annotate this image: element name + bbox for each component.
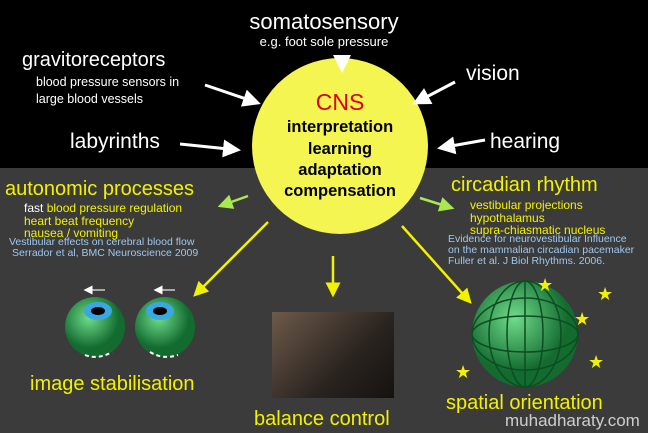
image-stabilisation-label: image stabilisation	[30, 373, 195, 395]
circadian-reference: Fuller et al. J Biol Rhythms. 2006.	[448, 255, 605, 268]
balance-foot-photo	[272, 312, 394, 398]
eyeball-left	[65, 285, 125, 358]
balance-control-label: balance control	[254, 408, 390, 430]
autonomic-reference: Vestibular effects on cerebral blood flo…	[9, 236, 195, 248]
spatial-orientation-label: spatial orientation	[446, 392, 603, 414]
arrow-spatial	[401, 225, 472, 304]
eyeball-right	[135, 285, 195, 358]
cns-line: adaptation	[298, 160, 382, 179]
autonomic-line: nausea / vomiting	[24, 226, 119, 241]
svg-text:★: ★	[588, 352, 604, 372]
circadian-line: hypothalamus	[470, 210, 545, 225]
svg-text:★: ★	[574, 309, 590, 329]
cns-line: interpretation	[286, 118, 394, 137]
svg-text:★: ★	[597, 284, 613, 304]
arrow-labyrinths	[179, 139, 241, 158]
autonomic-reference: Serrador et al, BMC Neuroscience 2009	[12, 247, 199, 260]
arrow-image	[193, 221, 269, 297]
arrow-hearing	[437, 136, 486, 155]
autonomic-line: heart beat frequency	[24, 213, 135, 228]
svg-text:★: ★	[455, 362, 471, 382]
cns-line: compensation	[284, 181, 396, 200]
gravitoreceptors-sub-2: large blood vessels	[36, 92, 144, 106]
autonomic-title: autonomic processes	[5, 178, 194, 200]
circadian-reference: on the mammalian circadian pacemaker	[448, 244, 635, 257]
watermark: muhadharaty.com	[505, 411, 640, 430]
somatosensory-label: somatosensory	[249, 9, 399, 34]
somatosensory-sub: e.g. foot sole pressure	[259, 34, 389, 50]
stars: ★ ★ ★ ★ ★	[455, 275, 613, 382]
circadian-title: circadian rhythm	[451, 174, 598, 196]
hearing-label: hearing	[490, 130, 561, 153]
circadian-line: supra-chiasmatic nucleus	[470, 223, 606, 238]
svg-text:★: ★	[537, 275, 553, 295]
labyrinths-label: labyrinths	[70, 130, 160, 153]
arrow-vision	[412, 80, 456, 105]
gravitoreceptors-label: gravitoreceptors	[22, 49, 166, 71]
autonomic-line: blood pressure regulation	[46, 201, 183, 215]
vision-label: vision	[466, 62, 520, 85]
globe	[471, 280, 579, 388]
circadian-line: vestibular projections	[470, 198, 583, 212]
fast-label: fast	[24, 201, 44, 215]
gravitoreceptors-sub-1: blood pressure sensors in	[36, 75, 180, 89]
cns-line: learning	[307, 139, 373, 158]
arrow-gravitoreceptors	[204, 83, 261, 107]
cns-title: CNS	[315, 89, 365, 115]
arrow-circadian	[419, 196, 455, 212]
circadian-reference: Evidence for neurovestibular Influence	[448, 233, 627, 245]
cns-circle	[252, 58, 428, 234]
arrow-autonomic	[217, 194, 249, 209]
